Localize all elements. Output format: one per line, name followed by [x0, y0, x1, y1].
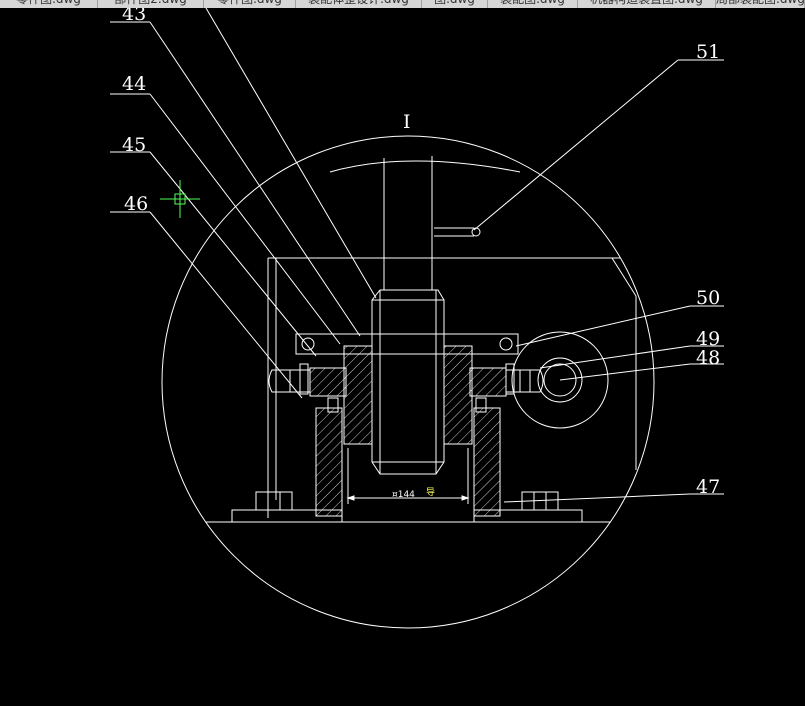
eye-ring [511, 331, 609, 429]
document-tab[interactable]: 部件图2.dwg [98, 0, 204, 8]
crosshair-cursor-icon [160, 180, 200, 218]
callout-label-47: 47 [696, 476, 720, 498]
cad-drawing-canvas[interactable]: I 43 44 45 46 51 50 49 48 47 ¤144 导 [0, 8, 805, 706]
support-column [315, 407, 501, 517]
document-tab[interactable]: 装配体整设计.dwg [296, 0, 422, 8]
callout-label-49: 49 [696, 328, 720, 350]
document-tab[interactable]: 零件图.dwg [204, 0, 296, 8]
pin-part-51 [434, 227, 481, 237]
document-tab[interactable]: 图.dwg [422, 0, 488, 8]
dowel-pin [299, 363, 515, 413]
vertical-shaft [329, 156, 521, 475]
clamp-plate [295, 333, 519, 355]
callout-label-43: 43 [122, 8, 146, 25]
callout-label-50: 50 [696, 287, 720, 309]
document-tab[interactable]: 机器构造装置图.dwg [578, 0, 716, 8]
callout-label-48: 48 [696, 347, 720, 369]
bearing-housing [309, 345, 507, 445]
document-tab[interactable]: 零件图.dwg [0, 0, 98, 8]
callout-label-45: 45 [122, 134, 146, 156]
dimension-text: ¤144 [392, 490, 415, 500]
dimension-note: 导 [426, 487, 435, 498]
callout-label-44: 44 [122, 73, 146, 95]
callout-leaders [110, 8, 724, 503]
document-tab[interactable]: 装配图.dwg [488, 0, 578, 8]
detail-circle [161, 135, 655, 629]
callout-label-46: 46 [124, 193, 148, 215]
document-tab[interactable]: 局部装配图.dwg [716, 0, 805, 8]
view-label: I [403, 111, 411, 133]
document-tab-bar: 零件图.dwg 部件图2.dwg 零件图.dwg 装配体整设计.dwg 图.dw… [0, 0, 805, 8]
dimension-144 [346, 448, 470, 504]
callout-label-51: 51 [696, 41, 720, 63]
